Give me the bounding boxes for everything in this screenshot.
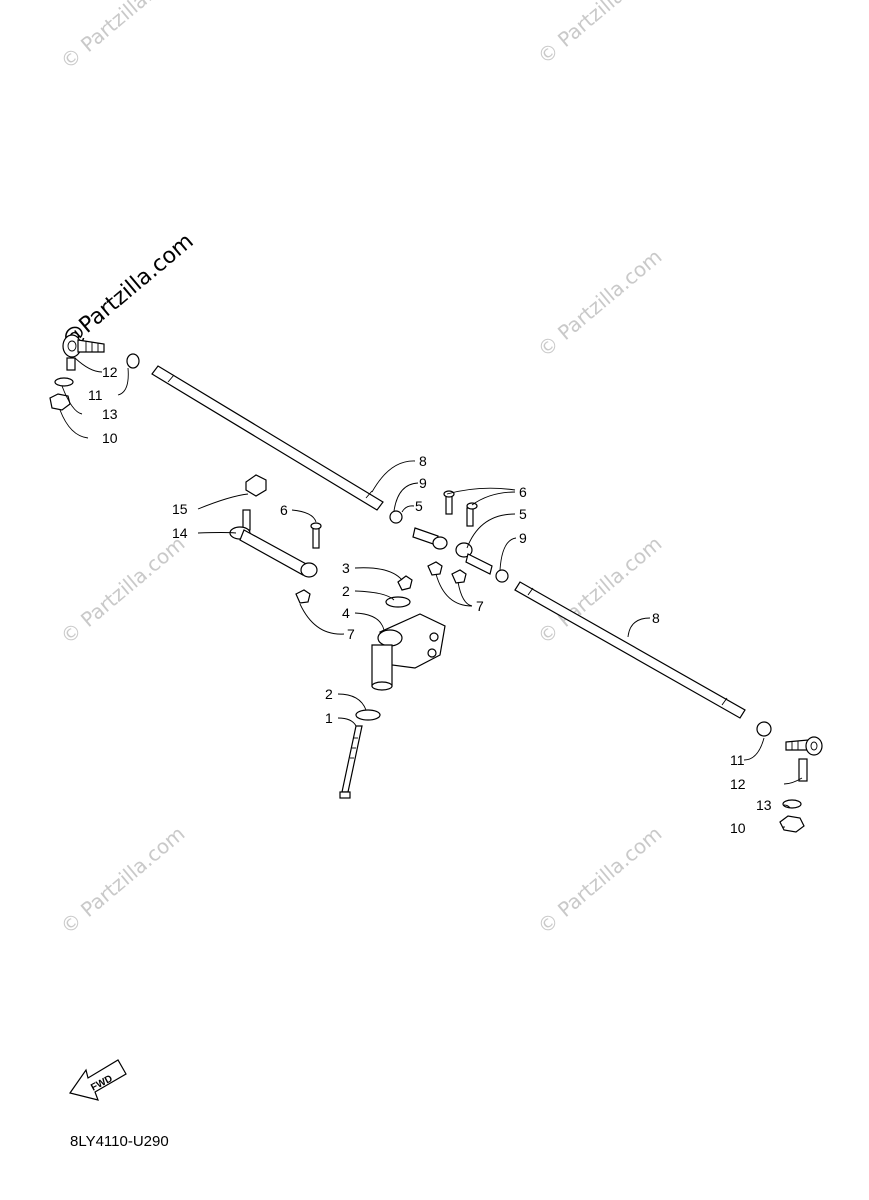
- steering-bracket: [339, 575, 446, 799]
- callout-8-right: 8: [652, 610, 660, 626]
- callout-15: 15: [172, 501, 188, 517]
- watermark: © Partzilla.com: [533, 0, 667, 69]
- callout-14: 14: [172, 525, 188, 541]
- watermark: © Partzilla.com: [533, 821, 667, 939]
- callout-9-right: 9: [519, 530, 527, 546]
- callout-12-right: 12: [730, 776, 746, 792]
- callout-7-center: 7: [476, 598, 484, 614]
- callout-10-left: 10: [102, 430, 118, 446]
- rod-end-left: [49, 334, 140, 411]
- callout-7-left: 7: [347, 626, 355, 642]
- callout-13-right: 13: [756, 797, 772, 813]
- diagram-code: 8LY4110-U290: [70, 1133, 169, 1150]
- callout-9-left: 9: [419, 475, 427, 491]
- callout-4: 4: [342, 605, 350, 621]
- callout-2-upper: 2: [342, 583, 350, 599]
- callout-11-left: 11: [88, 387, 103, 403]
- drag-link: [229, 474, 322, 604]
- callout-10-right: 10: [730, 820, 746, 836]
- tie-rod-left: [151, 365, 384, 511]
- callout-2-lower: 2: [325, 686, 333, 702]
- callout-labels: 12 11 13 10 8 9 6 5 5 9 7 8 15 14 6 7 3 …: [88, 364, 772, 836]
- callout-11-right: 11: [730, 752, 745, 768]
- watermark: © Partzilla.com: [533, 244, 667, 362]
- callout-1: 1: [325, 710, 333, 726]
- leader-lines: [59, 357, 803, 828]
- callout-5-left: 5: [415, 498, 423, 514]
- callout-5-right: 5: [519, 506, 527, 522]
- watermarks: © Partzilla.com © Partzilla.com © Partzi…: [56, 0, 667, 939]
- callout-12-left: 12: [102, 364, 118, 380]
- center-rod-ends: [389, 490, 509, 584]
- watermark: © Partzilla.com: [56, 0, 190, 74]
- fwd-arrow: FWD: [69, 1059, 127, 1101]
- callout-3: 3: [342, 560, 350, 576]
- watermark: © Partzilla.com: [56, 531, 190, 649]
- brand-watermark: @Partzilla.com: [58, 229, 199, 353]
- callout-6-center: 6: [519, 484, 527, 500]
- callout-6-left: 6: [280, 502, 288, 518]
- callout-13-left: 13: [102, 406, 118, 422]
- callout-8-left: 8: [419, 453, 427, 469]
- tie-rod-right: [514, 581, 746, 719]
- watermark: © Partzilla.com: [56, 821, 190, 939]
- rod-end-right: [756, 721, 823, 833]
